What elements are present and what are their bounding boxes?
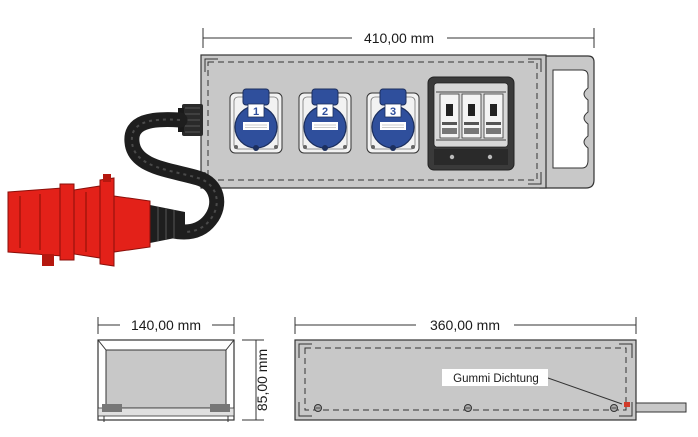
- side-view-inner: [105, 349, 227, 409]
- dimension-top-width: 410,00 mm: [202, 28, 595, 48]
- top-view: 410,00 mm 1: [7, 28, 595, 267]
- breaker-3: [483, 93, 504, 139]
- bottom-corner-marks: [298, 343, 633, 417]
- dimension-label-140: 140,00 mm: [131, 317, 201, 333]
- mounting-screws: [314, 404, 618, 412]
- socket-number-2: 2: [322, 106, 328, 118]
- cee-socket-1: 1: [229, 88, 283, 154]
- handle-side-profile: [635, 402, 687, 413]
- socket-number-3: 3: [390, 106, 396, 118]
- handle-grip-cutout: [552, 69, 589, 169]
- dimension-label-360: 360,00 mm: [430, 317, 500, 333]
- socket-number-1: 1: [253, 106, 259, 118]
- breaker-1: [439, 93, 460, 139]
- bottom-view: 360,00 mm Gummi Dichtung: [294, 317, 687, 421]
- gasket-callout: Gummi Dichtung: [442, 369, 623, 405]
- gasket-dashed-outline: [207, 61, 538, 181]
- cee-plug-red: [7, 174, 151, 267]
- gasket-callout-label: Gummi Dichtung: [453, 373, 539, 385]
- breaker-2: [461, 93, 482, 139]
- circuit-breaker-enclosure: [427, 76, 515, 171]
- gasket-marker: [624, 402, 630, 407]
- side-view: 140,00 mm 85,00 mm: [97, 317, 270, 422]
- cee-socket-2: 2: [298, 88, 352, 154]
- dimension-label-410: 410,00 mm: [364, 30, 434, 46]
- dimension-bottom-length: 360,00 mm: [294, 317, 637, 334]
- dimension-label-85: 85,00 mm: [254, 349, 270, 411]
- dimension-side-width: 140,00 mm: [97, 317, 235, 334]
- dimension-side-height: 85,00 mm: [242, 339, 270, 421]
- cee-socket-3: 3: [366, 88, 420, 154]
- plug-strain-relief: [150, 205, 185, 243]
